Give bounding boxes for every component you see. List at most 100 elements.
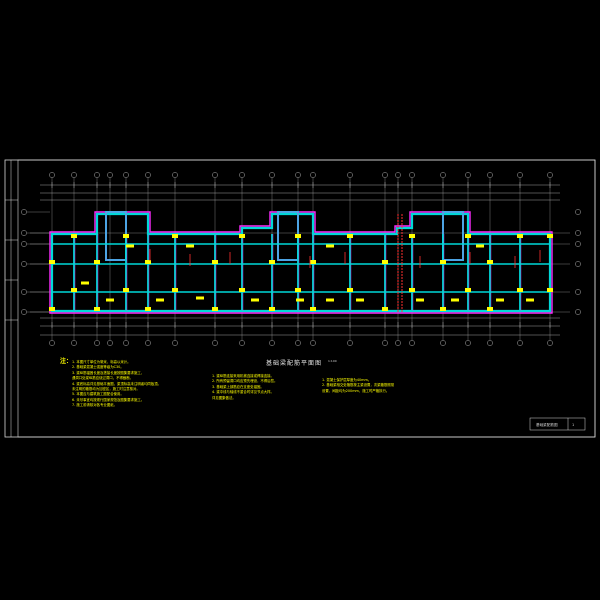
column-marker bbox=[409, 288, 415, 292]
grid-bubble-bottom bbox=[107, 340, 113, 346]
grid-bubble-bottom bbox=[295, 340, 301, 346]
grid-bubble-bottom bbox=[145, 340, 151, 346]
grid-bubble-bottom bbox=[49, 340, 55, 346]
title-block-number: 1 bbox=[572, 423, 575, 427]
grid-bubble-right bbox=[575, 261, 581, 267]
beam-tag bbox=[106, 298, 114, 302]
grid-bubble-right bbox=[575, 209, 581, 215]
plan-title: 基础梁配筋平面图 bbox=[266, 360, 323, 367]
grid-bubble-left bbox=[21, 230, 27, 236]
grid-bubble-top bbox=[212, 172, 218, 178]
grid-bubble-right bbox=[575, 241, 581, 247]
grid-bubble-bottom bbox=[395, 340, 401, 346]
grid-bubble-bottom bbox=[382, 340, 388, 346]
column-marker bbox=[239, 288, 245, 292]
column-marker bbox=[347, 288, 353, 292]
beam-tag bbox=[126, 244, 134, 248]
plan-scale: 1:100 bbox=[328, 359, 337, 363]
binding-strip bbox=[5, 160, 18, 437]
note-line: 2. 基础梁混凝土强度等级为C30。 bbox=[72, 365, 124, 370]
grid-bubble-bottom bbox=[212, 340, 218, 346]
column-marker bbox=[310, 307, 316, 311]
column-marker bbox=[440, 260, 446, 264]
beam-tag bbox=[186, 244, 194, 248]
column-marker bbox=[212, 260, 218, 264]
column-grid-bubbles bbox=[49, 172, 553, 346]
beam-tag bbox=[356, 298, 364, 302]
column-marker bbox=[465, 234, 471, 238]
note-line: 4. 梁底标高详见基础平面图，梁顶标高未注明者均同板顶。 bbox=[72, 381, 162, 386]
column-marker bbox=[517, 288, 523, 292]
inner-frame bbox=[17, 159, 596, 438]
column-marker bbox=[269, 307, 275, 311]
beam-tag bbox=[326, 298, 334, 302]
column-marker bbox=[310, 260, 316, 264]
grid-bubble-top bbox=[465, 172, 471, 178]
column-marker bbox=[347, 234, 353, 238]
column-marker bbox=[145, 307, 151, 311]
grid-bubble-right bbox=[575, 309, 581, 315]
grid-bubble-bottom bbox=[547, 340, 553, 346]
grid-bubble-right bbox=[575, 230, 581, 236]
note-line: 6. 未尽事宜均按现行国家规范及图集要求施工。 bbox=[72, 397, 145, 402]
expansion-joint bbox=[397, 214, 403, 313]
row-grid-bubbles bbox=[21, 209, 581, 315]
column-marker bbox=[409, 234, 415, 238]
beam-tag bbox=[451, 298, 459, 302]
top-dimensions bbox=[40, 184, 560, 201]
column-marker bbox=[123, 234, 129, 238]
column-marker bbox=[212, 307, 218, 311]
grid-bubble-left bbox=[21, 241, 27, 247]
column-markers bbox=[49, 234, 553, 311]
grid-bubble-top bbox=[269, 172, 275, 178]
grid-bubble-bottom bbox=[440, 340, 446, 346]
column-marker bbox=[239, 234, 245, 238]
column-marker bbox=[295, 288, 301, 292]
column-marker bbox=[487, 307, 493, 311]
column-marker bbox=[172, 288, 178, 292]
grid-bubble-top bbox=[172, 172, 178, 178]
column-marker bbox=[172, 234, 178, 238]
grid-bubble-top bbox=[395, 172, 401, 178]
grid-bubble-bottom bbox=[347, 340, 353, 346]
column-marker bbox=[295, 234, 301, 238]
title-block-label: 基础梁配筋图 bbox=[536, 423, 558, 427]
note-line: 未注明的箍筋均为加密区，施工时注意核对。 bbox=[72, 387, 140, 391]
grid-bubble-bottom bbox=[517, 340, 523, 346]
grid-bubble-right bbox=[575, 289, 581, 295]
column-marker bbox=[71, 288, 77, 292]
grid-bubble-top bbox=[440, 172, 446, 178]
grid-bubble-bottom bbox=[310, 340, 316, 346]
grid-bubble-top bbox=[49, 172, 55, 178]
note-line: 5. 本图应与建筑施工图配合使用。 bbox=[72, 392, 124, 397]
grid-bubble-top bbox=[487, 172, 493, 178]
column-marker bbox=[440, 307, 446, 311]
grid-bubble-left bbox=[21, 261, 27, 267]
beam-tag bbox=[296, 298, 304, 302]
grid-bubble-left bbox=[21, 289, 27, 295]
grid-bubble-top bbox=[347, 172, 353, 178]
note-line: 2. 基础梁相交处箍筋按主梁设置，次梁箍筋照常 bbox=[322, 383, 395, 388]
column-marker bbox=[382, 260, 388, 264]
beam-tag bbox=[251, 298, 259, 302]
grid-bubble-top bbox=[295, 172, 301, 178]
grid-bubble-bottom bbox=[71, 340, 77, 346]
column-marker bbox=[547, 288, 553, 292]
beam-tag bbox=[81, 281, 89, 285]
column-marker bbox=[547, 234, 553, 238]
column-marker bbox=[487, 260, 493, 264]
grid-bubble-bottom bbox=[94, 340, 100, 346]
note-line: 4. 梁中线与轴线不重合时详见节点大样。 bbox=[212, 390, 274, 395]
grid-bubble-left bbox=[21, 209, 27, 215]
interior-walls bbox=[52, 234, 550, 311]
column-marker bbox=[94, 260, 100, 264]
column-marker bbox=[269, 260, 275, 264]
grid-bubble-top bbox=[71, 172, 77, 178]
column-marker bbox=[517, 234, 523, 238]
note-line: 遇洞口处梁纵筋应绕过洞口，不得截断。 bbox=[72, 376, 134, 381]
notes-heading: 注： bbox=[60, 358, 73, 365]
note-line: 1. 本图尺寸单位为毫米，标高以米计。 bbox=[72, 360, 131, 364]
grid-bubble-top bbox=[239, 172, 245, 178]
beam-tag bbox=[526, 298, 534, 302]
